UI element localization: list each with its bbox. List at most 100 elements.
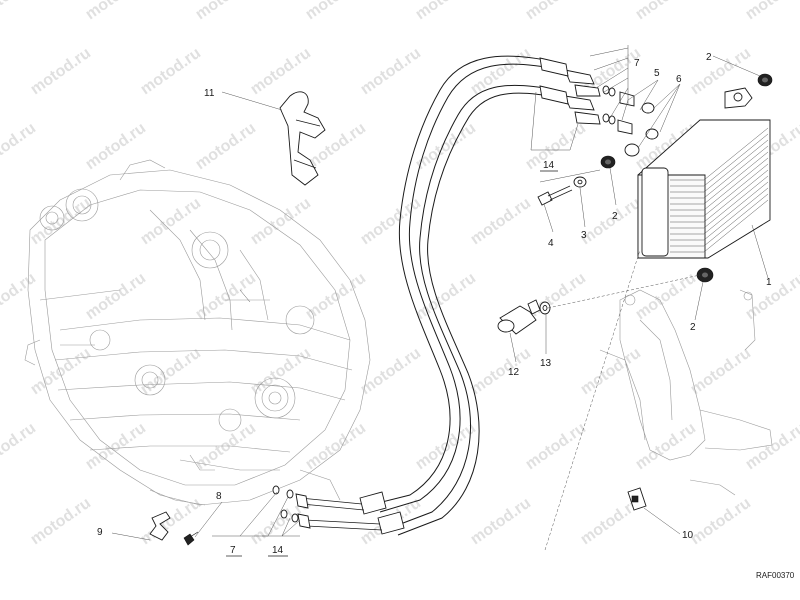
watermark-text: motod.ru <box>743 420 800 474</box>
cooler-fin <box>670 175 769 229</box>
drawing-reference-code: RAF00370 <box>756 571 795 580</box>
cooler-fin <box>670 145 769 199</box>
cooler-fin <box>670 199 769 253</box>
callout-1[interactable]: 1 <box>766 277 772 288</box>
watermark-text: motod.ru <box>468 195 535 249</box>
watermark-text: motod.ru <box>193 120 260 174</box>
watermark-text: motod.ru <box>28 195 95 249</box>
engine-block-ghost <box>24 159 371 506</box>
watermark-text: motod.ru <box>743 0 800 23</box>
oil-cooler-radiator[interactable] <box>637 119 771 259</box>
watermark-text: motod.ru <box>468 495 535 549</box>
watermark-text: motod.ru <box>0 420 39 474</box>
watermark-text: motod.ru <box>138 345 205 399</box>
cooler-mount-bracket[interactable] <box>724 87 753 109</box>
watermark-text: motod.ru <box>28 45 95 99</box>
callout-4[interactable]: 4 <box>548 238 554 249</box>
watermark-text: motod.ru <box>303 0 370 23</box>
cooler-fin <box>670 193 769 247</box>
watermark-text: motod.ru <box>193 420 260 474</box>
watermark-text: motod.ru <box>193 270 260 324</box>
callout-7-top[interactable]: 7 <box>634 58 640 69</box>
pipe-clamp[interactable] <box>149 511 171 541</box>
watermark-text: motod.ru <box>28 495 95 549</box>
clamp-bolt[interactable] <box>183 531 199 546</box>
watermark-text: motod.ru <box>633 0 700 23</box>
watermark-text: motod.ru <box>413 270 480 324</box>
oil-hose-pair[interactable] <box>295 55 569 536</box>
cooler-fin <box>670 127 769 181</box>
cooler-fin <box>670 181 769 235</box>
watermark-text: motod.ru <box>523 0 590 23</box>
cooler-fin <box>670 139 769 193</box>
callout-14-bottom[interactable]: 14 <box>272 545 284 556</box>
cooler-fin <box>670 169 769 223</box>
watermark-text: motod.ru <box>0 0 39 23</box>
hose-fitting-upper[interactable] <box>564 69 635 107</box>
callout-labels: 11 2 7 5 6 14 2 3 4 1 2 12 13 8 9 10 7 1… <box>97 52 772 557</box>
oil-temperature-sensor[interactable] <box>497 299 541 335</box>
watermark-text: motod.ru <box>0 120 39 174</box>
callout-6[interactable]: 6 <box>676 74 682 85</box>
watermark-text: motod.ru <box>83 120 150 174</box>
watermark-text: motod.ru <box>28 345 95 399</box>
watermark-text: motod.ru <box>523 120 590 174</box>
callout-5[interactable]: 5 <box>654 68 660 79</box>
sealing-washer[interactable] <box>539 301 551 315</box>
rubber-grommet-top[interactable] <box>757 73 773 87</box>
watermark-text: motod.ru <box>248 195 315 249</box>
callout-11[interactable]: 11 <box>204 88 215 99</box>
rubber-grommet-bottom[interactable] <box>696 267 714 283</box>
callout-2-top[interactable]: 2 <box>706 52 712 63</box>
frame-bracket-ghost <box>599 289 773 496</box>
watermark-text: motod.ru <box>358 195 425 249</box>
callout-2-mid[interactable]: 2 <box>612 211 618 222</box>
callout-9[interactable]: 9 <box>97 527 103 538</box>
engine-side-o-rings[interactable] <box>272 485 299 523</box>
cooler-fins <box>670 127 769 253</box>
rubber-grommet-mid[interactable] <box>600 155 616 169</box>
callout-7-bottom[interactable]: 7 <box>230 545 236 556</box>
callout-2-bottom[interactable]: 2 <box>690 322 696 333</box>
clip-nut[interactable] <box>627 487 647 511</box>
cooler-fin <box>670 163 769 217</box>
callout-3[interactable]: 3 <box>581 230 587 241</box>
cooler-fin <box>670 151 769 205</box>
watermark-text: motod.ru <box>413 120 480 174</box>
watermark-text: motod.ru <box>303 270 370 324</box>
watermark-text: motod.ru <box>83 0 150 23</box>
callout-14-top[interactable]: 14 <box>543 160 555 171</box>
watermark-text: motod.ru <box>193 0 260 23</box>
watermark-text: motod.ru <box>578 345 645 399</box>
watermark-text: motod.ru <box>138 195 205 249</box>
cooler-fin <box>670 133 769 187</box>
watermark-text: motod.ru <box>83 270 150 324</box>
watermark-text: motod.ru <box>578 195 645 249</box>
watermark-text: motod.ru <box>688 345 755 399</box>
callout-8[interactable]: 8 <box>216 491 222 502</box>
watermark-text: motod.ru <box>633 270 700 324</box>
watermark-text: motod.ru <box>358 45 425 99</box>
callout-13[interactable]: 13 <box>540 358 552 369</box>
callout-leaders <box>111 45 769 541</box>
spacer-washer[interactable] <box>573 176 587 188</box>
assembly-guide-lines <box>239 169 701 551</box>
watermark-text: motod.ru <box>0 270 39 324</box>
watermark-text: motod.ru <box>523 420 590 474</box>
hose-fitting-lower[interactable] <box>564 95 633 135</box>
watermark-text: motod.ru <box>248 45 315 99</box>
mounting-screw[interactable] <box>537 185 573 206</box>
hose-retaining-clip[interactable] <box>279 91 326 186</box>
watermark-text: motod.ru <box>688 495 755 549</box>
watermark-text: motod.ru <box>303 420 370 474</box>
callout-12[interactable]: 12 <box>508 367 520 378</box>
watermark-text: motod.ru <box>468 45 535 99</box>
cooler-fin <box>670 157 769 211</box>
watermark-text: motod.ru <box>138 45 205 99</box>
cooler-fin <box>670 187 769 241</box>
watermark-text: motod.ru <box>468 345 535 399</box>
watermark-text: motod.ru <box>413 0 480 23</box>
callout-10[interactable]: 10 <box>682 530 694 541</box>
